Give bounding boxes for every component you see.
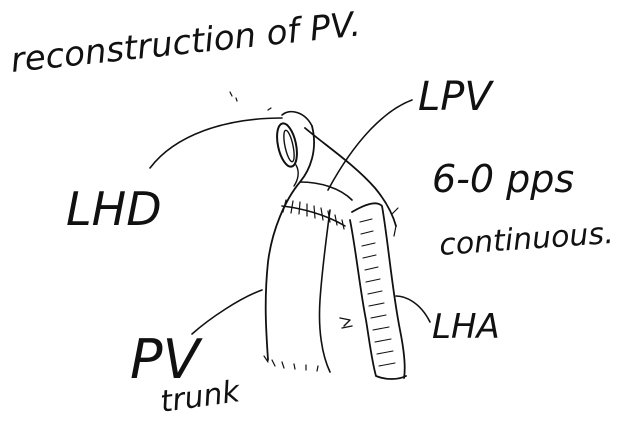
label-lpv: LPV bbox=[418, 74, 494, 120]
stray-marks bbox=[230, 92, 271, 110]
lha-artery bbox=[340, 203, 406, 379]
leader-pv-trunk bbox=[192, 290, 262, 334]
leader-lhd bbox=[150, 118, 282, 168]
leader-lpv bbox=[328, 100, 412, 190]
note-technique: continuous. bbox=[438, 216, 615, 263]
lhd-stump bbox=[274, 112, 312, 186]
sketch-title: reconstruction of PV. bbox=[9, 4, 363, 81]
leader-lha bbox=[396, 296, 430, 322]
label-lha: LHA bbox=[432, 307, 500, 347]
note-suture: 6-0 pps bbox=[432, 157, 574, 201]
label-lhd: LHD bbox=[66, 182, 162, 236]
